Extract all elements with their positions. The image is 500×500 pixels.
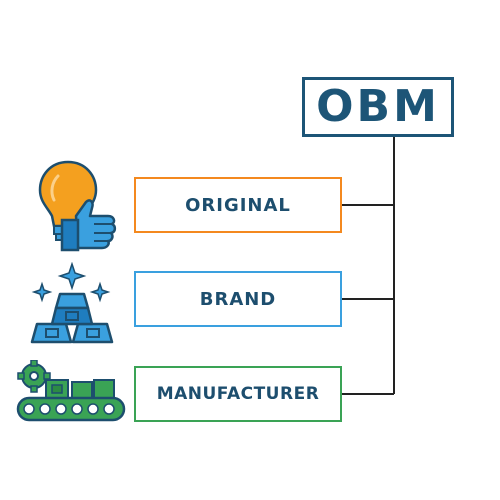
conveyor-gear-icon [16,360,126,422]
term-label-brand: BRAND [199,288,277,310]
term-box-manufacturer: MANUFACTURER [134,366,342,422]
term-box-original: ORIGINAL [134,177,342,233]
term-label-original: ORIGINAL [185,194,291,216]
lightbulb-thumbs-up-icon [38,160,117,252]
gold-bars-sparkle-icon [30,262,114,344]
term-label-manufacturer: MANUFACTURER [156,384,320,404]
diagram-title: OBM [316,81,440,132]
term-box-brand: BRAND [134,271,342,327]
title-box: OBM [302,77,454,137]
